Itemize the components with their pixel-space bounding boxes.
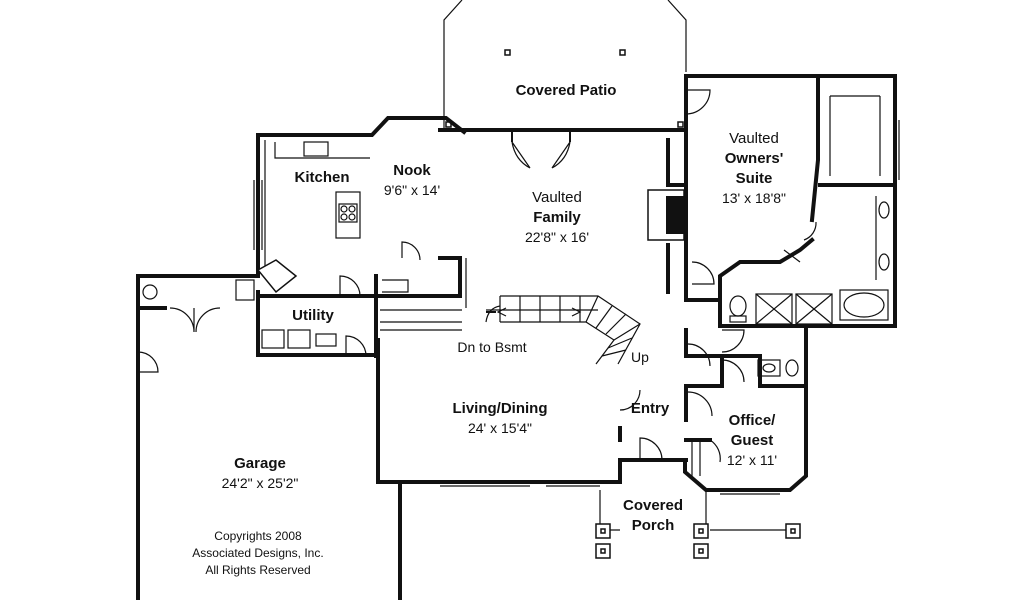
- owners-suite-label-2: Owners': [725, 150, 784, 167]
- owners-suite-label-1: Vaulted: [729, 130, 779, 147]
- interior-walls: [136, 74, 897, 476]
- copyright-line-2: Associated Designs, Inc.: [192, 546, 323, 560]
- copyright-line-3: All Rights Reserved: [205, 563, 310, 577]
- covered-porch-label-2: Porch: [632, 517, 675, 534]
- family-dims: 22'8" x 16': [525, 229, 589, 245]
- garage-label: Garage: [234, 455, 286, 472]
- nook-dims: 9'6" x 14': [384, 182, 440, 198]
- kitchen-label: Kitchen: [294, 169, 349, 186]
- living-dining-label: Living/Dining: [453, 400, 548, 417]
- covered-patio-outline: [438, 0, 688, 132]
- living-dining-dims: 24' x 15'4": [468, 420, 532, 436]
- entry-label: Entry: [631, 400, 670, 417]
- copyright-line-1: Copyrights 2008: [214, 529, 302, 543]
- covered-porch-outline: [595, 490, 801, 559]
- office-label-1: Office/: [729, 412, 777, 429]
- covered-patio-label: Covered Patio: [516, 82, 617, 99]
- utility-label: Utility: [292, 307, 334, 324]
- family-label-2: Family: [533, 209, 581, 226]
- nook-label: Nook: [393, 162, 431, 179]
- covered-porch-label-1: Covered: [623, 497, 683, 514]
- room-labels: Covered Patio Nook 9'6" x 14' Kitchen Va…: [192, 82, 786, 577]
- office-label-2: Guest: [731, 432, 774, 449]
- owners-suite-label-3: Suite: [736, 170, 773, 187]
- family-label-1: Vaulted: [532, 189, 582, 206]
- office-dims: 12' x 11': [727, 452, 777, 468]
- dn-to-bsmt-label: Dn to Bsmt: [457, 339, 526, 355]
- owners-suite-dims: 13' x 18'8": [722, 190, 786, 206]
- doors: [137, 89, 900, 495]
- staircase: [485, 295, 641, 365]
- garage-dims: 24'2" x 25'2": [222, 475, 299, 491]
- up-label: Up: [631, 349, 649, 365]
- exterior-walls: [136, 74, 897, 600]
